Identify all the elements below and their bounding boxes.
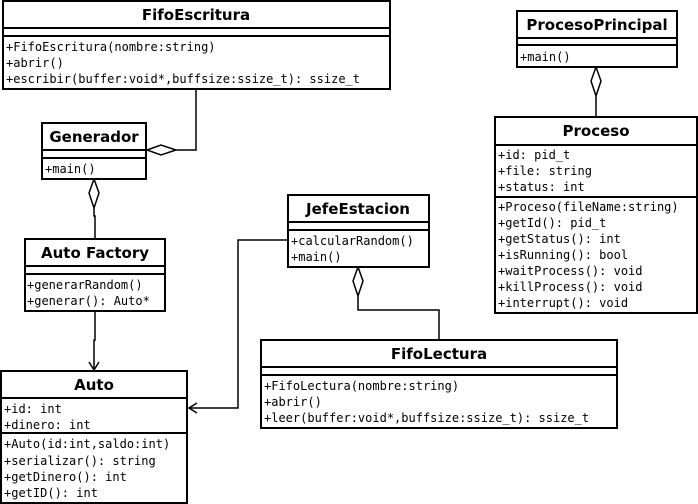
class-fifoescritura: FifoEscritura +FifoEscritura(nombre:stri… [2,0,391,90]
method: +abrir() [6,56,64,70]
method: +leer(buffer:void*,buffsize:ssize_t): ss… [264,411,589,425]
class-name: Proceso [563,122,630,140]
method: +abrir() [264,395,322,409]
method: +main() [45,162,96,176]
method: +getDinero(): int [4,470,127,484]
class-name: Auto [74,376,114,394]
attribute: +file: string [498,164,592,178]
edge-jefeestacion-auto [189,239,289,409]
edge-generador-autofactory [93,208,96,239]
class-fifolectura: FifoLectura +FifoLectura(nombre:string) … [260,339,618,429]
class-procesoprincipal: ProcesoPrincipal +main() [516,10,678,68]
class-autofactory: Auto Factory +generarRandom() +generar()… [24,238,166,312]
method: +Auto(id:int,saldo:int) [4,437,170,451]
attribute: +id: int [4,402,62,416]
method: +escribir(buffer:void*,buffsize:ssize_t)… [6,72,360,86]
method: +generarRandom() [27,278,143,292]
aggregation-diamond-generador-bottom [88,176,100,211]
edge-jefeestacion-fifolectura [357,296,440,340]
method: +Proceso(fileName:string) [498,200,679,214]
class-auto: Auto +id: int +dinero: int +Auto(id:int,… [0,370,188,504]
class-name: FifoLectura [391,345,487,363]
class-jefeestacion: JefeEstacion +calcularRandom() +main() [287,194,430,268]
method: +main() [291,250,342,264]
class-box [2,0,391,90]
method: +killProcess(): void [498,280,643,294]
method: +isRunning(): bool [498,248,628,262]
class-name: ProcesoPrincipal [526,16,667,34]
method: +interrupt(): void [498,296,628,310]
edge-autofactory-auto [93,311,96,370]
method: +FifoLectura(nombre:string) [264,379,459,393]
attribute: +id: pid_t [498,148,570,162]
method: +FifoEscritura(nombre:string) [6,40,216,54]
edge-fifoescritura-generador [176,89,197,151]
method: +main() [520,50,571,64]
class-box [494,116,698,314]
class-generador: Generador +main() [41,122,147,180]
aggregation-diamond-generador [144,144,179,156]
method: +generar(): Auto* [27,294,150,308]
attribute: +status: int [498,180,585,194]
method: +getID(): int [4,486,98,500]
arrowhead-auto-right [187,402,198,414]
class-name: JefeEstacion [305,200,410,218]
class-name: Auto Factory [41,244,149,262]
class-name: FifoEscritura [142,6,250,24]
method: +getStatus(): int [498,232,621,246]
method: +serializar(): string [4,454,156,468]
class-box [0,370,188,504]
aggregation-diamond-jefeestacion [352,264,364,299]
aggregation-diamond-procesoprincipal [590,64,602,99]
class-proceso: Proceso +id: pid_t +file: string +status… [494,116,698,314]
attribute: +dinero: int [4,418,91,432]
method: +waitProcess(): void [498,264,643,278]
method: +getId(): pid_t [498,216,606,230]
method: +calcularRandom() [291,234,414,248]
class-name: Generador [49,128,139,146]
class-box [260,339,618,429]
